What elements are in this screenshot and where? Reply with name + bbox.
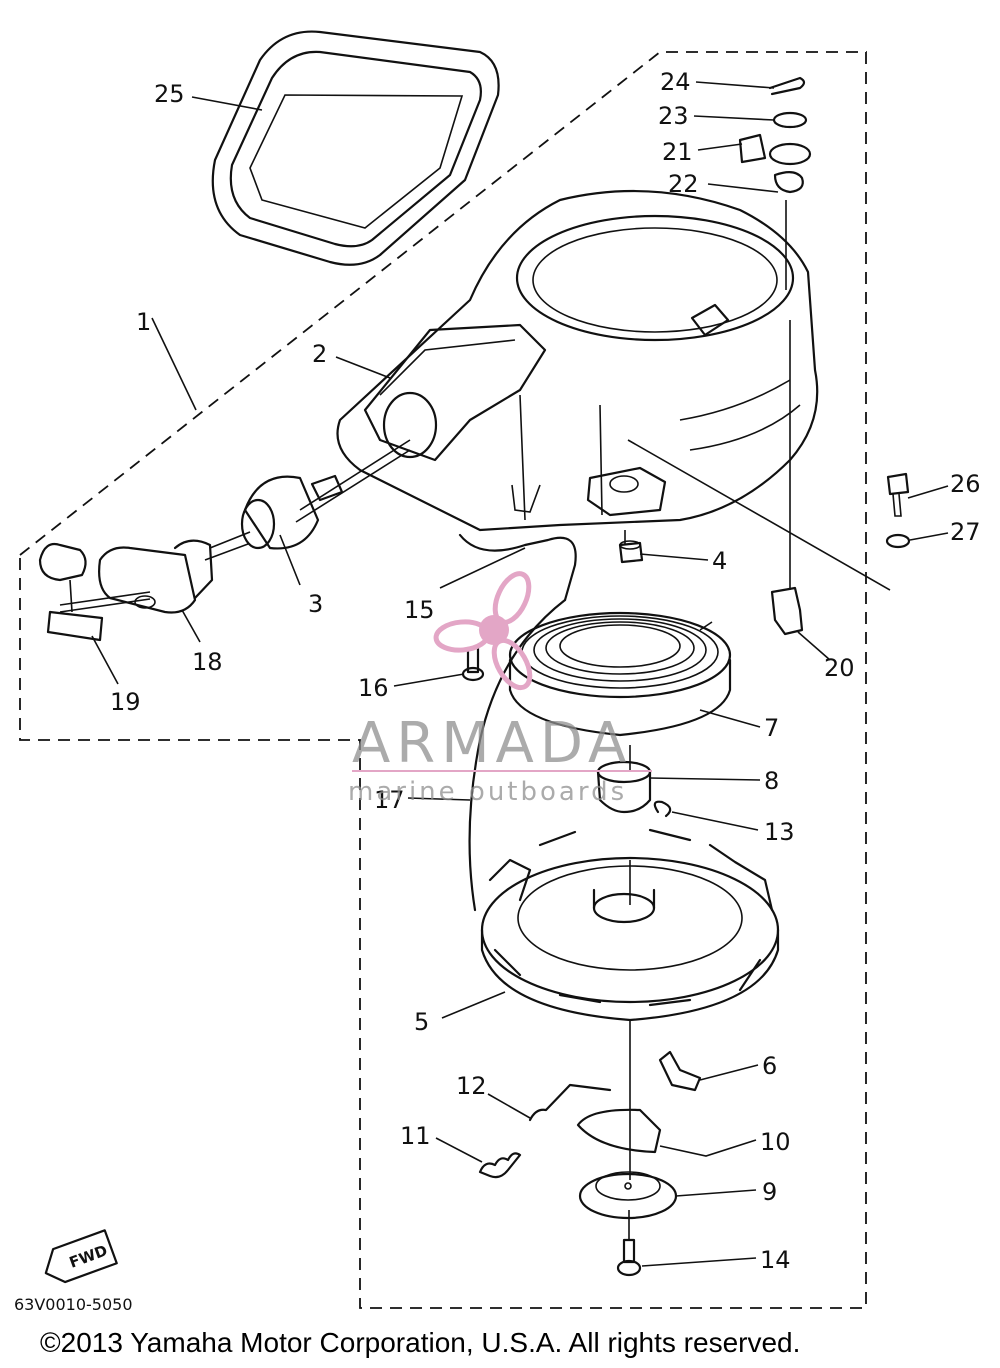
armada-watermark: ARMADA marine outboards xyxy=(348,571,652,807)
svg-text:4: 4 xyxy=(712,547,727,575)
svg-text:2: 2 xyxy=(312,340,327,368)
part-27-washer xyxy=(885,533,911,549)
svg-text:18: 18 xyxy=(192,648,223,676)
svg-text:13: 13 xyxy=(764,818,795,846)
callout-24: 24 xyxy=(660,68,775,96)
part-25-gasket xyxy=(211,30,500,266)
svg-text:15: 15 xyxy=(404,596,435,624)
svg-text:5: 5 xyxy=(414,1008,429,1036)
part-17-rope xyxy=(468,598,567,912)
callout-15: 15 xyxy=(404,547,526,624)
callout-1: 1 xyxy=(136,308,197,411)
svg-text:16: 16 xyxy=(358,674,389,702)
svg-text:22: 22 xyxy=(668,170,699,198)
callout-16: 16 xyxy=(358,673,465,702)
callout-17: 17 xyxy=(374,786,471,814)
assembly-axis-lines xyxy=(624,200,891,1240)
svg-text:26: 26 xyxy=(950,470,981,498)
callout-3: 3 xyxy=(279,534,323,618)
callout-7: 7 xyxy=(699,709,779,742)
part-13-circlip xyxy=(653,800,672,818)
callout-5: 5 xyxy=(414,991,506,1036)
part-26-bolt xyxy=(886,472,910,517)
copyright-notice: ©2013 Yamaha Motor Corporation, U.S.A. A… xyxy=(40,1327,800,1358)
callout-18: 18 xyxy=(181,609,223,676)
callout-6: 6 xyxy=(699,1052,777,1081)
svg-text:21: 21 xyxy=(662,138,693,166)
part-12-spring-link xyxy=(528,1083,612,1122)
svg-text:8: 8 xyxy=(764,767,779,795)
callout-19: 19 xyxy=(91,635,141,716)
assembly-outline xyxy=(19,51,867,1309)
part-5-sheave-drum xyxy=(480,828,780,1022)
part-6-pawl xyxy=(658,1050,702,1092)
svg-text:27: 27 xyxy=(950,518,981,546)
svg-text:14: 14 xyxy=(760,1246,791,1274)
part-24-cotter-pin xyxy=(768,76,806,96)
drawing-code: 63V0010-5050 xyxy=(14,1295,133,1314)
svg-text:12: 12 xyxy=(456,1072,487,1100)
fwd-arrow-badge: FWD xyxy=(44,1229,118,1284)
svg-text:24: 24 xyxy=(660,68,691,96)
callout-8: 8 xyxy=(649,767,779,795)
svg-text:9: 9 xyxy=(762,1178,777,1206)
callout-23: 23 xyxy=(658,102,775,130)
svg-text:7: 7 xyxy=(764,714,779,742)
callout-20: 20 xyxy=(797,631,855,682)
part-19-clip xyxy=(38,542,104,642)
part-9-plate xyxy=(578,1171,678,1220)
callout-22: 22 xyxy=(668,170,779,198)
part-10-friction-plate xyxy=(576,1108,662,1154)
svg-text:11: 11 xyxy=(400,1122,431,1150)
watermark-tagline: marine outboards xyxy=(348,777,627,807)
part-14-bolt xyxy=(616,1238,642,1277)
callout-11: 11 xyxy=(400,1122,483,1163)
svg-text:3: 3 xyxy=(308,590,323,618)
part-23-washer xyxy=(772,111,808,129)
svg-text:19: 19 xyxy=(110,688,141,716)
part-22-spring xyxy=(773,171,804,194)
callout-27: 27 xyxy=(909,518,981,546)
callout-9: 9 xyxy=(675,1178,777,1206)
part-2-starter-case xyxy=(336,189,819,532)
part-11-return-spring xyxy=(478,1152,522,1179)
callout-12: 12 xyxy=(456,1072,531,1119)
part-16-bolt xyxy=(461,646,485,682)
callout-21: 21 xyxy=(662,138,743,166)
part-3-grommet xyxy=(240,439,411,550)
part-21-cam xyxy=(738,133,812,166)
callout-25: 25 xyxy=(154,80,263,111)
callout-2: 2 xyxy=(312,340,391,379)
part-20-stopper xyxy=(770,586,804,636)
part-15-tube xyxy=(458,533,577,602)
callout-10: 10 xyxy=(659,1128,791,1157)
callout-14: 14 xyxy=(641,1246,791,1274)
svg-text:25: 25 xyxy=(154,80,185,108)
part-18-starter-handle xyxy=(59,531,251,614)
callout-13: 13 xyxy=(671,811,795,846)
svg-text:10: 10 xyxy=(760,1128,791,1156)
callout-26: 26 xyxy=(907,470,981,499)
svg-text:20: 20 xyxy=(824,654,855,682)
svg-text:6: 6 xyxy=(762,1052,777,1080)
svg-text:17: 17 xyxy=(374,786,405,814)
svg-text:23: 23 xyxy=(658,102,689,130)
svg-text:1: 1 xyxy=(136,308,151,336)
part-4-collar xyxy=(618,540,644,564)
watermark-brand: ARMADA xyxy=(352,711,632,776)
propeller-logo xyxy=(433,571,533,691)
callout-4: 4 xyxy=(639,547,727,575)
